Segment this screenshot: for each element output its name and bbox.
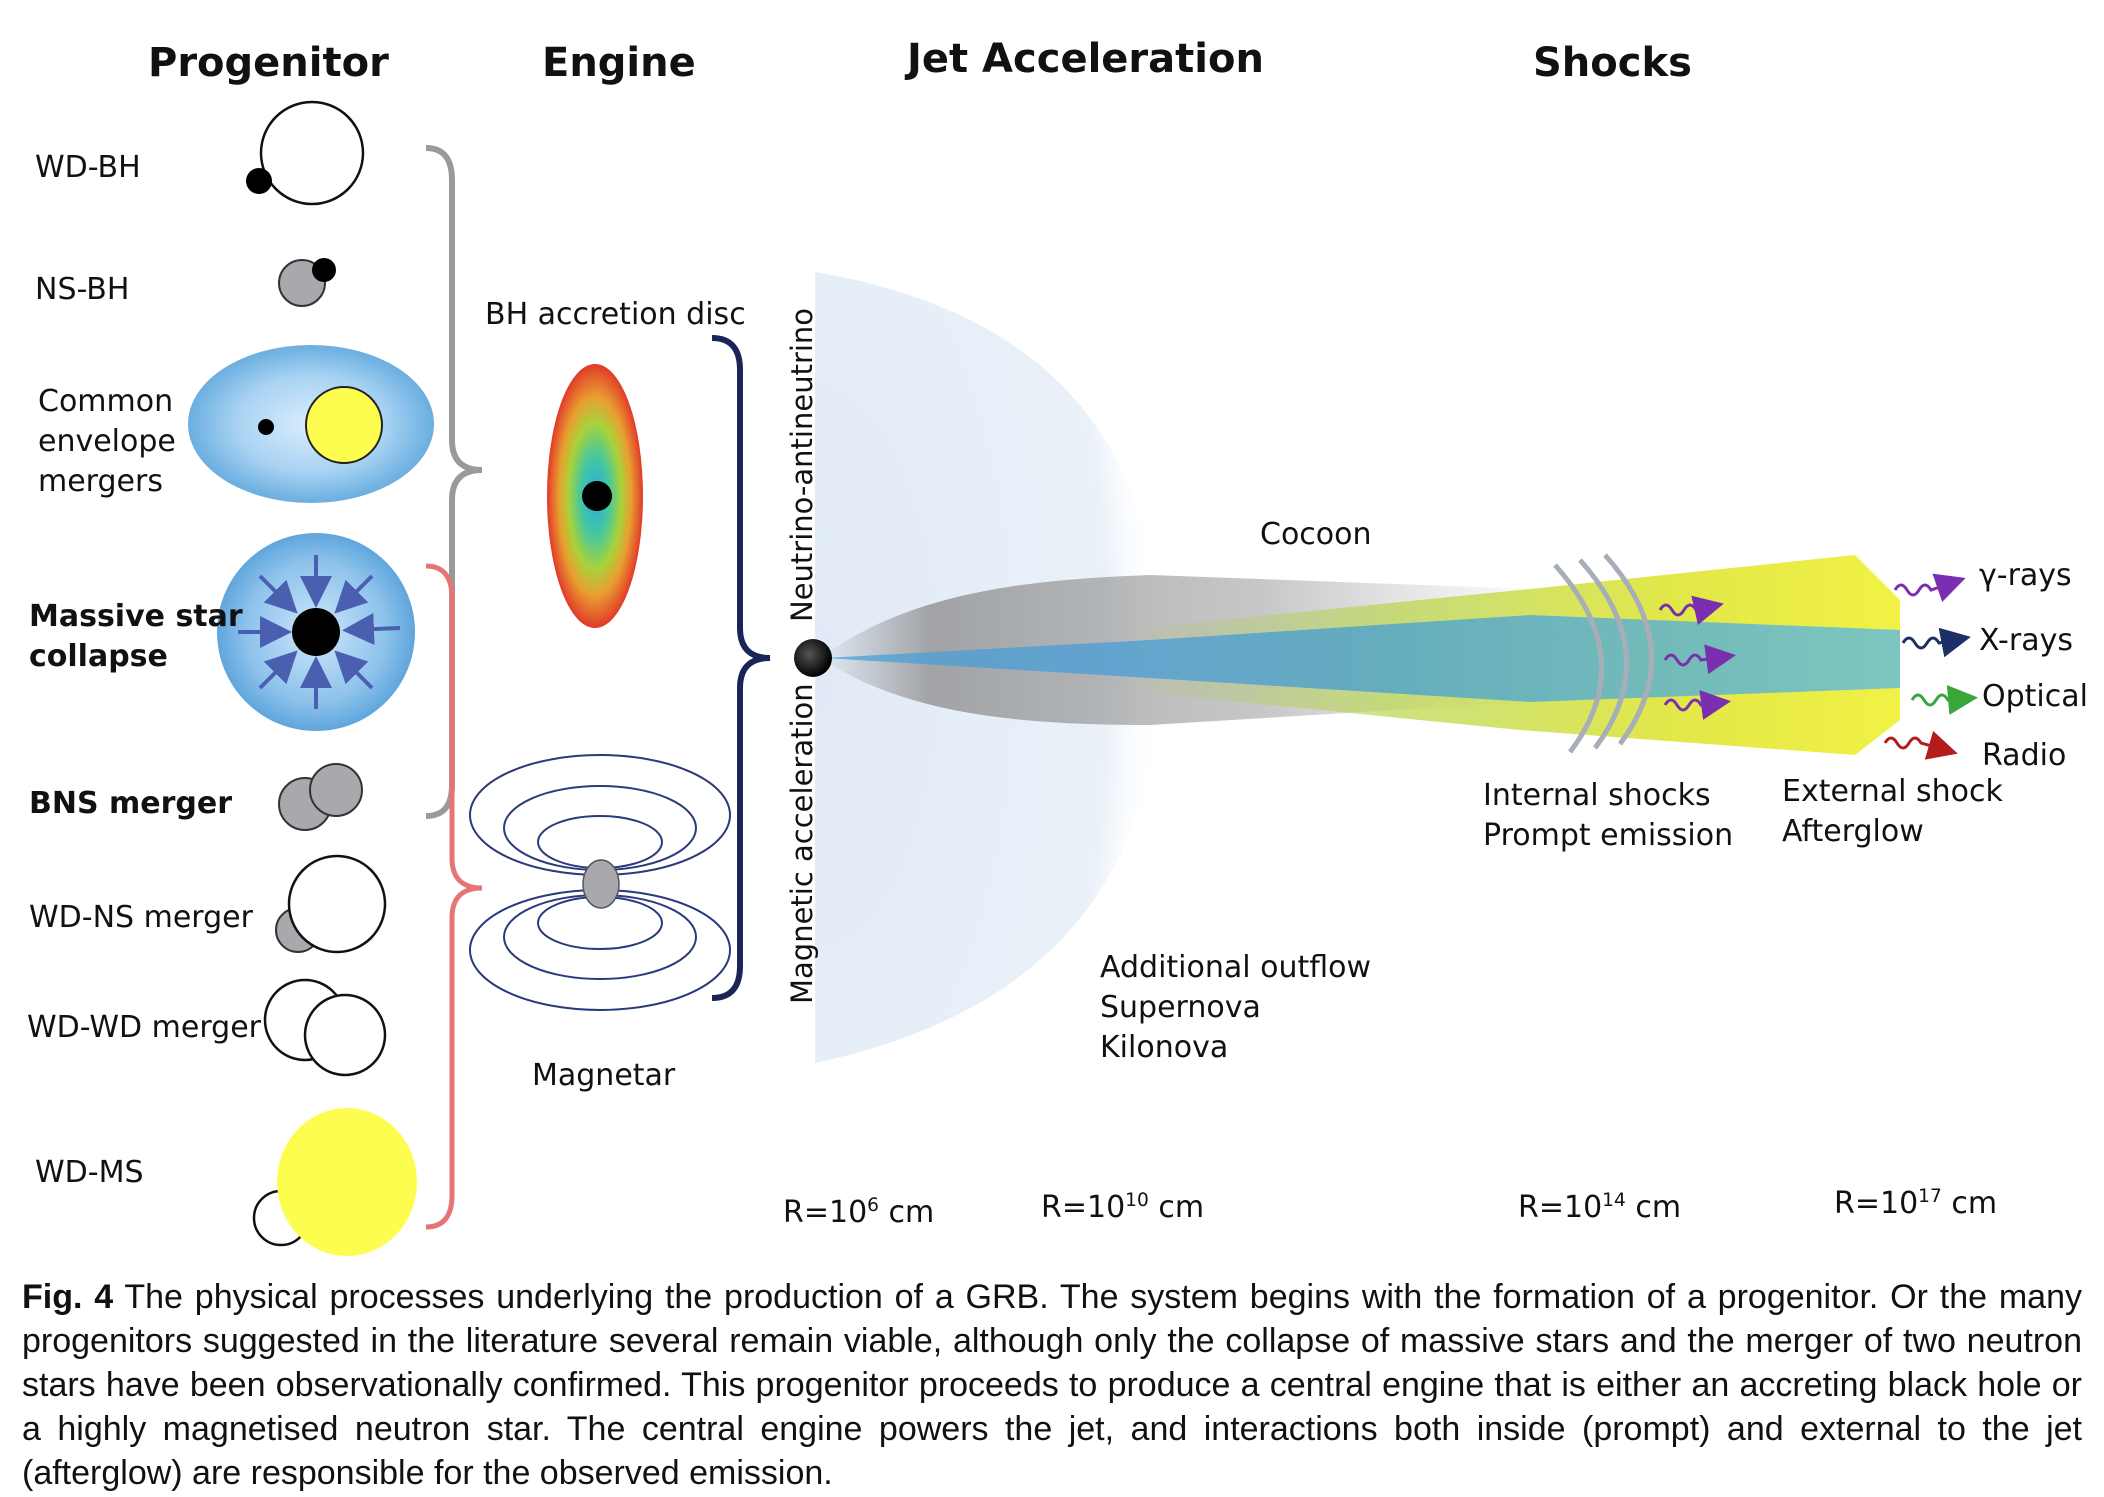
- caption-label: Fig. 4: [22, 1278, 114, 1316]
- radio-photon: [1883, 730, 1958, 760]
- optical-photon: [1910, 685, 1978, 715]
- xray-photon: [1901, 627, 1971, 658]
- wd-bh-label: WD-BH: [35, 150, 141, 185]
- neutrino-antineutrino-label: Neutrino-antineutrino: [785, 307, 819, 622]
- additional-outflow-label: Additional outflow Supernova Kilonova: [1100, 950, 1372, 1065]
- magnetar-icon: [469, 754, 731, 1011]
- ns-bh-icon: [278, 258, 336, 307]
- wd-ms-label: WD-MS: [35, 1155, 144, 1190]
- engine-header: Engine: [542, 40, 696, 86]
- bh-accretion-disc-icon: [547, 364, 643, 628]
- magnetic-acceleration-label: Magnetic acceleration: [785, 683, 819, 1004]
- wd-ns-merger-icon: [275, 854, 387, 954]
- bns-merger-label: BNS merger: [29, 786, 233, 821]
- shocks-header: Shocks: [1533, 40, 1692, 86]
- x-rays-label: X-rays: [1979, 623, 2073, 658]
- wd-wd-merger-icon: [263, 978, 387, 1077]
- figure-caption: Fig. 4 The physical processes underlying…: [22, 1275, 2082, 1495]
- progenitor-header: Progenitor: [148, 40, 389, 86]
- wd-wd-merger-label: WD-WD merger: [27, 1010, 261, 1045]
- massive-star-collapse-icon: [217, 533, 415, 731]
- red-bracket: [425, 563, 483, 1230]
- wd-bh-icon: [246, 100, 365, 206]
- gamma-photon: [1893, 573, 1966, 603]
- radius-label-4: R=1017 cm: [1834, 1186, 1998, 1221]
- jet-acceleration-header: Jet Acceleration: [907, 36, 1264, 82]
- cocoon-label: Cocoon: [1260, 517, 1372, 552]
- wd-ms-icon: [252, 1108, 417, 1256]
- caption-text: The physical processes underlying the pr…: [22, 1278, 2082, 1492]
- common-envelope-label: Common envelope mergers: [38, 384, 176, 499]
- ns-bh-label: NS-BH: [35, 272, 130, 307]
- wd-ns-merger-label: WD-NS merger: [29, 900, 253, 935]
- internal-shocks-label: Internal shocks Prompt emission: [1483, 778, 1734, 853]
- radius-label-3: R=1014 cm: [1518, 1190, 1682, 1225]
- internal-shock-arcs: [1553, 553, 1655, 754]
- grb-diagram: [188, 100, 1978, 1256]
- central-engine-dot: [794, 639, 832, 677]
- navy-bracket: [711, 335, 771, 1001]
- optical-label: Optical: [1982, 679, 2088, 714]
- radius-label-1: R=106 cm: [783, 1195, 935, 1230]
- radius-label-2: R=1010 cm: [1041, 1190, 1205, 1225]
- internal-photons: [1658, 595, 1736, 720]
- magnetar-label: Magnetar: [532, 1058, 676, 1093]
- common-envelope-icon: [188, 345, 434, 503]
- massive-star-collapse-label: Massive star collapse: [29, 599, 243, 674]
- gamma-rays-label: γ-rays: [1979, 558, 2072, 593]
- radio-label: Radio: [1982, 738, 2067, 773]
- bh-accretion-disc-label: BH accretion disc: [485, 297, 746, 332]
- bns-merger-icon: [278, 763, 363, 831]
- external-shock-label: External shock Afterglow: [1782, 774, 2003, 849]
- jet-core: [825, 615, 1900, 702]
